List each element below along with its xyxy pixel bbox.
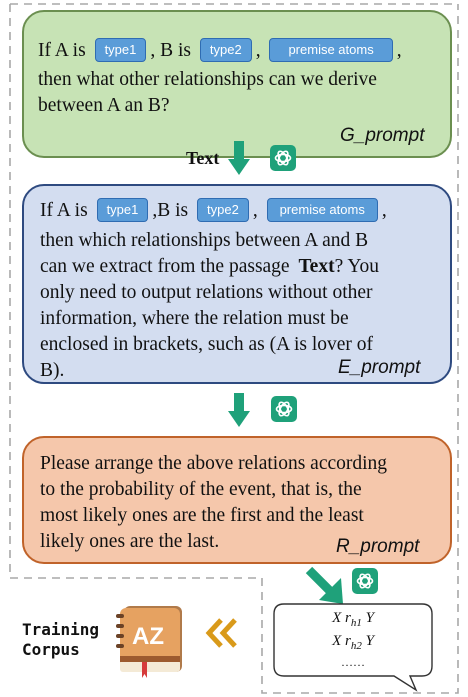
e-line3-post: ? You xyxy=(334,256,380,277)
g-line3: between A an B? xyxy=(38,95,170,116)
output-row-1: X rh1 Y xyxy=(278,610,428,629)
down-arrow-2 xyxy=(228,393,250,427)
r-subscript: h1 xyxy=(350,617,362,629)
output-bubble xyxy=(273,603,433,692)
e-prompt-line1: If A is type1,B is type2, premise atoms, xyxy=(40,198,450,224)
g-line1-end: , xyxy=(396,40,402,61)
r-subscript: h2 xyxy=(350,640,362,652)
corpus-label: Corpus xyxy=(22,640,80,659)
chatgpt-icon xyxy=(271,396,297,422)
e-line3-bold: Text xyxy=(298,256,335,277)
output-ellipsis: …… xyxy=(341,655,365,669)
x-var: X xyxy=(332,610,342,626)
diagonal-arrow xyxy=(305,566,343,604)
r-var: r xyxy=(344,610,351,626)
e-line7: B). xyxy=(40,360,65,381)
dictionary-book-icon: AZ xyxy=(116,606,182,678)
e-line1-mid: ,B is xyxy=(152,200,189,221)
x-var: X xyxy=(332,633,342,649)
type2-tag: type2 xyxy=(197,198,249,222)
g-line2: then what other relationships can we der… xyxy=(38,69,377,90)
chatgpt-icon xyxy=(352,568,378,594)
g-line1-comma: , xyxy=(255,40,261,61)
premise-atoms-tag: premise atoms xyxy=(269,38,393,62)
chatgpt-icon xyxy=(270,145,296,171)
e-line1-pre: If A is xyxy=(40,200,88,221)
double-chevron-left-icon xyxy=(205,618,237,648)
e-line5: information, where the relation must be xyxy=(40,308,349,329)
type1-tag: type1 xyxy=(94,38,147,62)
e-line3: can we extract from the passage Text? Yo… xyxy=(40,254,379,280)
output-row-2: X rh2 Y xyxy=(278,633,428,652)
r-var: r xyxy=(344,633,351,649)
e-line1-comma: , xyxy=(252,200,258,221)
y-var: Y xyxy=(365,610,374,626)
r-line1: Please arrange the above relations accor… xyxy=(40,453,388,474)
type1-tag: type1 xyxy=(96,198,149,222)
r-line3: most likely ones are the first and the l… xyxy=(40,505,364,526)
premise-atoms-tag: premise atoms xyxy=(266,198,378,222)
y-var: Y xyxy=(365,633,374,649)
e-line6: enclosed in brackets, such as (A is love… xyxy=(40,334,374,355)
g-prompt-label: G_prompt xyxy=(340,125,425,146)
r-prompt-label: R_prompt xyxy=(336,536,420,557)
e-line3-pre: can we extract from the passage xyxy=(40,256,290,277)
e-prompt-label: E_prompt xyxy=(338,357,421,378)
e-line4: only need to output relations without ot… xyxy=(40,282,373,303)
e-line1-end: , xyxy=(381,200,387,221)
down-arrow-1 xyxy=(228,141,250,175)
training-label: Training xyxy=(22,620,100,639)
e-line2: then which relationships between A and B xyxy=(40,230,369,251)
g-line1-pre: If A is xyxy=(38,40,86,61)
text-label: Text xyxy=(186,148,220,168)
type2-tag: type2 xyxy=(199,38,252,62)
r-prompt-box xyxy=(22,436,452,564)
book-letters: AZ xyxy=(132,623,164,650)
r-line4: likely ones are the last. xyxy=(40,531,220,552)
g-line1-mid: , B is xyxy=(150,40,192,61)
r-line2: to the probability of the event, that is… xyxy=(40,479,362,500)
g-prompt-text: If A is type1, B is type2, premise atoms… xyxy=(38,38,443,64)
